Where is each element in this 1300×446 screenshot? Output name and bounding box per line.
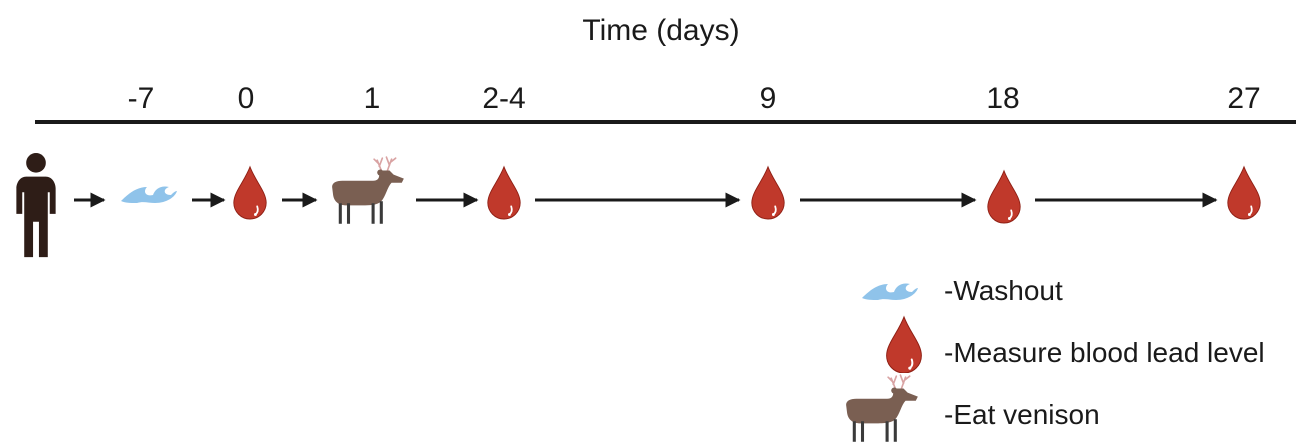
blood-drop-icon bbox=[986, 169, 1022, 224]
axis-title: Time (days) bbox=[582, 14, 739, 47]
washout-icon bbox=[121, 186, 177, 203]
timeline-icons bbox=[16, 153, 1262, 258]
legend-washout-icon bbox=[862, 283, 918, 300]
blood-drop-icon bbox=[750, 165, 786, 220]
legend-venison-icon bbox=[844, 374, 920, 444]
tick-label: -7 bbox=[128, 82, 155, 115]
legend-label: -Measure blood lead level bbox=[944, 337, 1265, 368]
tick-label: 0 bbox=[238, 82, 255, 115]
tick-label: 2-4 bbox=[482, 82, 525, 115]
tick-label: 9 bbox=[760, 82, 777, 115]
legend-label: -Washout bbox=[944, 275, 1063, 306]
legend-blood-drop-icon bbox=[885, 315, 923, 373]
tick-labels: -7 0 1 2-4 9 18 27 bbox=[128, 82, 1261, 115]
tick-label: 1 bbox=[364, 82, 381, 115]
person-icon bbox=[16, 153, 56, 258]
tick-label: 27 bbox=[1227, 82, 1260, 115]
legend: -Washout -Measure blood lead level -Eat … bbox=[844, 275, 1265, 444]
legend-label: -Eat venison bbox=[944, 399, 1100, 430]
tick-label: 18 bbox=[986, 82, 1019, 115]
blood-drop-icon bbox=[486, 165, 522, 220]
blood-drop-icon bbox=[1226, 165, 1262, 220]
blood-drop-icon bbox=[232, 165, 268, 220]
venison-icon bbox=[330, 155, 406, 226]
